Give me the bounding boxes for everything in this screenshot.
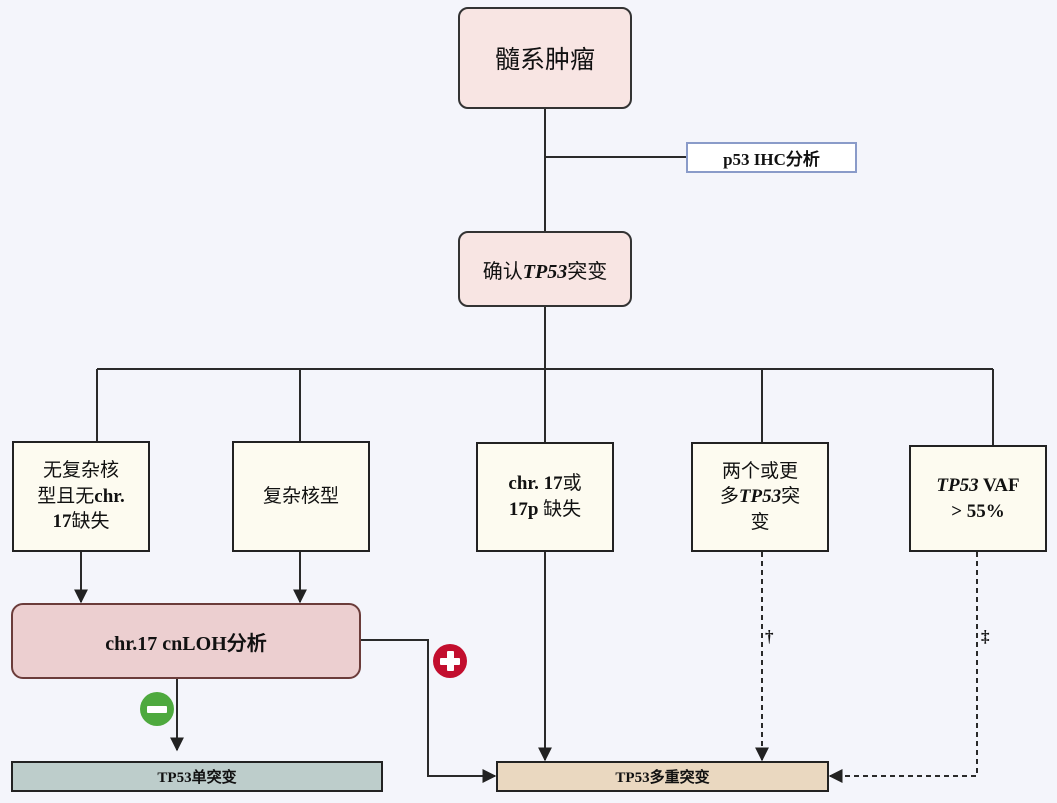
category-multiple-tp53-mutations: 两个或更 多TP53突 变: [691, 442, 829, 552]
root-label: 髓系肿瘤: [494, 47, 595, 74]
confirm-tp53-node: 确认TP53突变: [458, 231, 632, 307]
category-no-complex-karyotype: 无复杂核 型且无chr. 17缺失: [12, 441, 150, 552]
plus-circle-icon: [433, 644, 467, 678]
double-dagger-footnote-mark: ‡: [981, 627, 990, 646]
tp53-single-mutation-node: TP53单突变: [11, 761, 383, 792]
cat5-to-multi-dashed-arrow: [828, 552, 978, 783]
myeloid-neoplasm-node: 髓系肿瘤: [458, 7, 632, 109]
category-chr17-deletion: chr. 17或 17p 缺失: [476, 442, 614, 552]
cnloh-to-multi-arrow: [361, 639, 497, 783]
confirm-label: 确认TP53突变: [482, 260, 608, 283]
tp53-multiple-mutation-node: TP53多重突变: [496, 761, 829, 792]
p53-ihc-node: p53 IHC分析: [686, 142, 857, 173]
minus-circle-icon: [140, 692, 174, 726]
dagger-footnote-mark: †: [765, 627, 774, 646]
chr17-cnloh-analysis-node: chr.17 cnLOH分析: [11, 603, 361, 679]
category-tp53-vaf: TP53 VAF > 55%: [909, 445, 1047, 552]
gene-name: TP53: [522, 260, 568, 283]
ihc-label: p53 IHC分析: [723, 150, 820, 169]
category-complex-karyotype: 复杂核型: [232, 441, 370, 552]
